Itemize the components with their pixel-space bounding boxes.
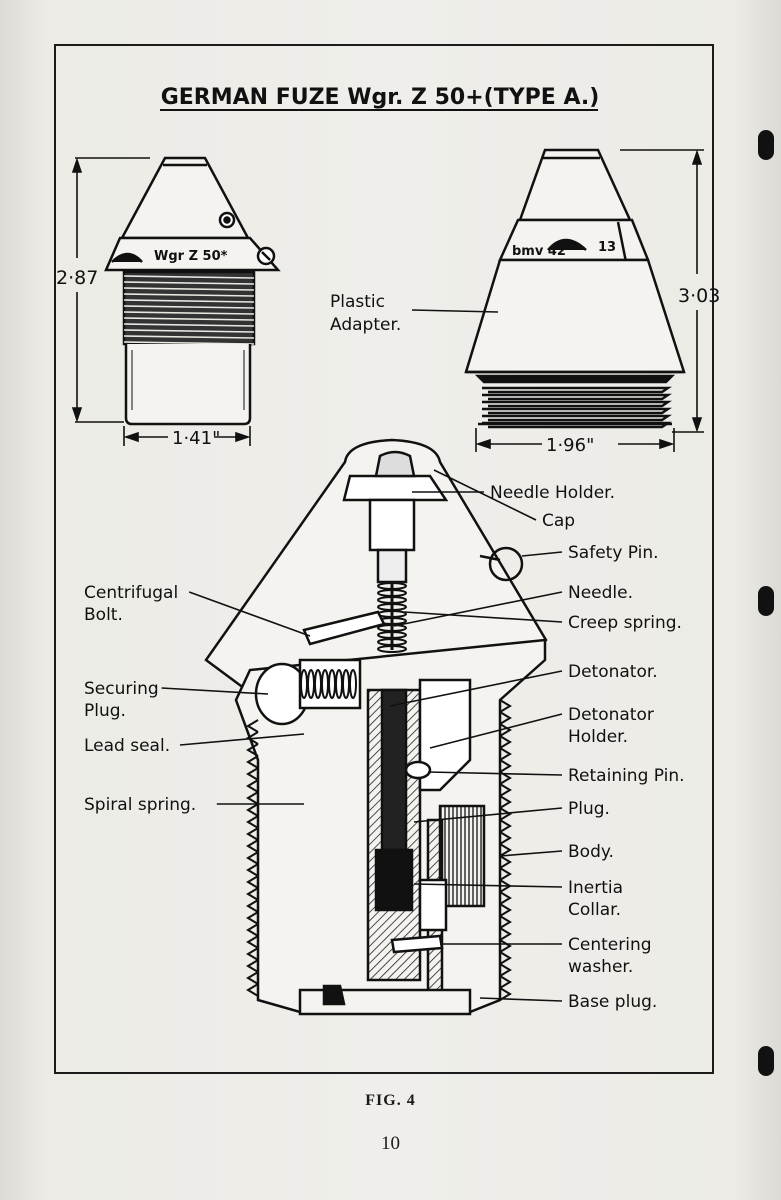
part-label: Base plug.: [568, 992, 657, 1012]
cutaway-view: [204, 438, 548, 1016]
leader-line: [413, 807, 563, 823]
figure-caption: FIG. 4: [365, 1092, 416, 1109]
left-height-dimension-line: [71, 157, 150, 423]
leader-line: [479, 997, 563, 1002]
leader-line: [429, 713, 563, 749]
binding-hole: [758, 586, 774, 616]
part-label: Detonator.: [568, 662, 658, 682]
right-height-dimension: 3·03: [678, 285, 720, 307]
leader-line: [427, 771, 563, 776]
leader-line: [188, 591, 311, 637]
leader-line: [393, 591, 563, 627]
left-width-dimension: 1·41": [172, 428, 220, 449]
part-label: Spiral spring.: [84, 795, 196, 815]
part-label: Needle Holder.: [490, 483, 615, 503]
leader-line: [433, 469, 537, 521]
part-label: Retaining Pin.: [568, 766, 685, 786]
part-label: Safety Pin.: [568, 543, 659, 563]
right-band-marking-left: bmv 42: [512, 244, 566, 259]
left-height-dimension: 2·87: [56, 267, 98, 289]
leader-line: [161, 687, 269, 695]
page-number: 10: [381, 1133, 400, 1154]
figure-frame: [54, 44, 714, 1074]
right-height-dimension-line: [620, 149, 704, 433]
leader-line: [403, 611, 563, 623]
left-band-marking: Wgr Z 50*: [154, 249, 228, 264]
leader-line: [389, 670, 563, 707]
right-width-dimension-line: [475, 428, 675, 452]
part-label: Lead seal.: [84, 736, 170, 756]
right-width-dimension: 1·96": [546, 435, 594, 456]
part-label: Cap: [542, 511, 575, 531]
binding-hole: [758, 130, 774, 160]
part-label: Body.: [568, 842, 614, 862]
right-band-marking-right: 13: [598, 240, 616, 255]
right-exterior-view: [464, 148, 686, 429]
leader-line: [179, 733, 305, 746]
binding-hole: [758, 1046, 774, 1076]
left-width-dimension-line: [123, 426, 251, 446]
left-exterior-view: [104, 156, 281, 426]
leader-line: [413, 883, 563, 888]
part-label: Creep spring.: [568, 613, 682, 633]
adapter-label: Plastic Adapter.: [330, 292, 401, 335]
part-label: Plug.: [568, 799, 610, 819]
leader-line: [499, 850, 563, 857]
part-label: Needle.: [568, 583, 633, 603]
leader-line: [521, 551, 563, 557]
diagram-title: GERMAN FUZE Wgr. Z 50+(TYPE A.): [161, 85, 600, 110]
